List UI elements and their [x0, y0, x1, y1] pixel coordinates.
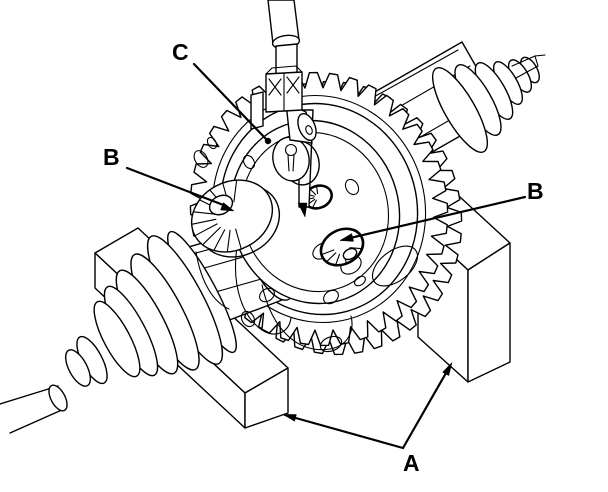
cv-boot-left — [64, 230, 237, 387]
pinion-gear-front-face — [272, 136, 310, 182]
boot-ring — [93, 300, 141, 378]
axle-shaft-right-stub — [511, 54, 546, 79]
axle-shaft-left-end — [48, 384, 68, 412]
carrier-webbing — [195, 246, 353, 351]
carrier-window — [354, 275, 366, 287]
carrier-window — [371, 245, 419, 287]
bolt-hole — [344, 178, 360, 196]
callout-c-leader — [192, 62, 268, 141]
callout-c-dot — [264, 137, 272, 145]
carrier-window — [259, 287, 275, 303]
axle-shaft-left — [0, 385, 65, 434]
callout-b-left-arrowhead — [220, 202, 235, 212]
pinion-gear-face — [272, 136, 320, 186]
callout-c-label: C — [172, 39, 189, 65]
callout-a-arrowhead-right — [442, 361, 453, 376]
rod-neck — [275, 43, 298, 77]
callout-a-arrowhead-left — [282, 414, 297, 422]
carrier-window — [323, 289, 339, 305]
carrier-window — [240, 310, 256, 328]
callout-b-left-label: B — [103, 144, 120, 170]
bolt-hole — [206, 136, 218, 150]
boot-ring — [64, 349, 92, 387]
bolt-hole — [193, 150, 209, 168]
carrier-stud — [250, 91, 264, 130]
side-gear-right-hub — [342, 247, 358, 261]
callout-b-right-leader — [344, 195, 527, 241]
callouts: C B B A — [103, 39, 544, 476]
left-axle-assembly — [0, 225, 295, 434]
lock-pin-hole — [305, 125, 313, 135]
shank-facets — [265, 65, 303, 112]
block-right-front-face — [467, 242, 511, 383]
pinion-bore-slot — [287, 154, 295, 172]
pinion-bore — [284, 143, 298, 157]
callout-b-right-label: B — [527, 178, 544, 204]
callout-b-left-leader — [125, 166, 228, 208]
blade-tip — [297, 202, 308, 218]
bolt-hole — [242, 154, 256, 170]
driver-tool — [250, 0, 303, 130]
callout-a-leader — [283, 364, 452, 450]
carrier-foot — [319, 335, 343, 353]
block-left-front-face — [244, 367, 289, 429]
callout-a-label: A — [403, 450, 420, 476]
callout-b-right-arrowhead — [339, 233, 354, 242]
boot-ring — [432, 67, 488, 153]
